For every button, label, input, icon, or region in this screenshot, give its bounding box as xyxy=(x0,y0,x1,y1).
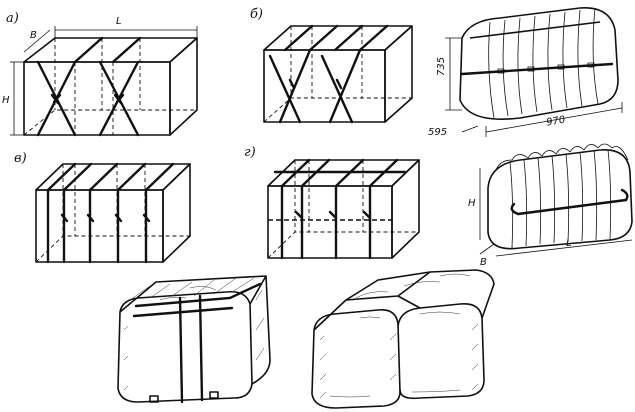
figure-g-double-strapped-box: г) xyxy=(244,145,420,260)
figure-b-label: б) xyxy=(250,7,263,22)
four-block-package xyxy=(311,269,495,409)
strapped-block-package xyxy=(117,275,271,404)
figure-a-cross-strapped-box: а) L B H xyxy=(2,11,198,137)
rolled-bale-with-dimensions: H B L xyxy=(468,143,633,268)
compressed-bale-with-dimensions: 735 595 970 xyxy=(428,7,623,138)
bale-length-dim: 970 xyxy=(545,114,566,128)
roll-length-dim: L xyxy=(566,238,572,249)
bale-height-dim: 735 xyxy=(436,57,447,76)
figure-v-vertical-strapped-box: в) xyxy=(14,151,191,264)
bale-depth-dim: 595 xyxy=(428,127,447,138)
fig-a-length-label: L xyxy=(116,16,122,27)
figure-a-label: а) xyxy=(6,11,19,26)
figure-v-label: в) xyxy=(14,151,27,166)
figure-b-diagonal-strapped-box: б) xyxy=(250,7,413,124)
roll-height-dim: H xyxy=(468,198,476,209)
roll-width-dim: B xyxy=(480,257,487,268)
figure-g-label: г) xyxy=(244,145,256,160)
fig-a-width-label: B xyxy=(30,30,37,41)
fig-a-height-label: H xyxy=(2,95,10,106)
